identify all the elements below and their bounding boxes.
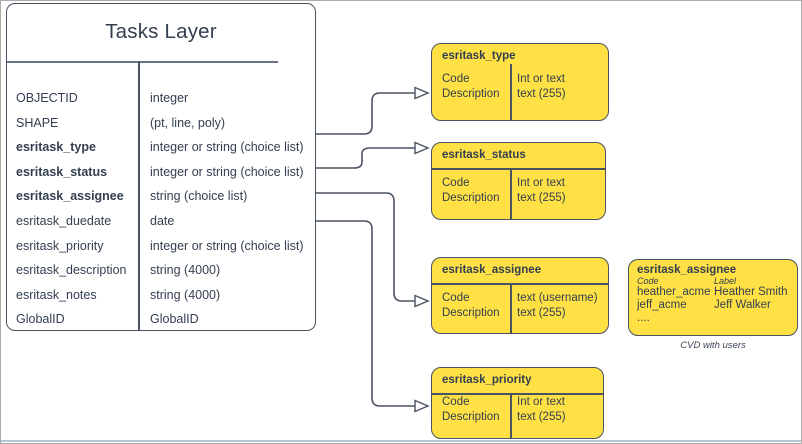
- field-name: GlobalID: [16, 312, 65, 327]
- row-type: text (255): [517, 306, 566, 319]
- title-separator: [432, 168, 605, 170]
- choice-list-box-esritask-assignee: esritask_assignee Code Description text …: [431, 257, 609, 334]
- row-type: Int or text: [517, 177, 565, 189]
- column-divider: [510, 64, 512, 120]
- cvd-code: jeff_acme: [637, 299, 687, 311]
- cvd-label-header: Label: [714, 276, 737, 286]
- choice-list-types: Int or text text (255): [517, 72, 566, 101]
- column-divider: [510, 393, 512, 438]
- cvd-codes: heather_acme jeff_acme ....: [637, 286, 711, 325]
- row-type: text (255): [517, 191, 566, 204]
- cvd-labels: Heather Smith Jeff Walker: [714, 286, 788, 312]
- row-type: Int or text: [517, 396, 565, 408]
- choice-list-title: esritask_assignee: [442, 264, 542, 276]
- title-separator: [432, 393, 603, 395]
- cvd-label: Heather Smith: [714, 286, 788, 298]
- row-label: Code: [442, 396, 470, 408]
- field-name: esritask_priority: [16, 238, 104, 253]
- field-type: integer or string (choice list): [150, 238, 304, 253]
- title-separator: [432, 283, 608, 285]
- field-type: date: [150, 214, 175, 228]
- choice-list-box-esritask-type: esritask_type Code Description Int or te…: [431, 43, 609, 121]
- field-name: esritask_notes: [16, 287, 97, 302]
- cvd-caption: CVD with users: [680, 340, 746, 351]
- choice-list-fields: Code Description: [442, 72, 500, 101]
- cvd-users-box: esritask_assignee Code Label heather_acm…: [628, 259, 798, 336]
- field-type: GlobalID: [150, 312, 199, 327]
- arrowhead-esritask-assignee: [414, 294, 430, 308]
- field-type: string (4000): [150, 263, 221, 278]
- choice-list-fields: Code Description: [442, 395, 500, 424]
- field-type: integer or string (choice list): [150, 164, 304, 179]
- column-divider: [510, 283, 512, 333]
- field-type: integer or string (choice list): [150, 140, 304, 155]
- choice-list-types: Int or text text (255): [517, 395, 566, 424]
- field-type: integer: [150, 91, 189, 106]
- field-list: OBJECTID integer SHAPE (pt, line, poly) …: [7, 86, 315, 331]
- choice-list-title: esritask_status: [442, 149, 526, 161]
- row-label: Code: [442, 292, 470, 304]
- row-label: Description: [442, 87, 500, 100]
- field-type: string (choice list): [150, 189, 248, 204]
- field-type: (pt, line, poly): [150, 115, 226, 130]
- field-name: esritask_assignee: [16, 189, 124, 204]
- arrowhead-esritask-status: [414, 141, 430, 155]
- choice-list-types: Int or text text (255): [517, 176, 566, 205]
- choice-list-fields: Code Description: [442, 291, 500, 320]
- row-type: text (username): [517, 292, 598, 304]
- tasks-layer-title: Tasks Layer: [105, 20, 217, 43]
- field-name: esritask_status: [16, 164, 108, 179]
- choice-list-title: esritask_type: [442, 50, 516, 62]
- choice-list-types: text (username) text (255): [517, 291, 598, 320]
- cvd-title: esritask_assignee: [637, 264, 737, 276]
- choice-list-title: esritask_priority: [442, 374, 532, 386]
- column-divider: [138, 61, 140, 330]
- title-underline: [7, 61, 278, 63]
- arrowhead-esritask-priority: [414, 399, 430, 413]
- canvas-edge-line: [1, 440, 801, 442]
- field-name: SHAPE: [16, 115, 59, 130]
- connector-esritask-type: [316, 92, 415, 135]
- tasks-layer-table: Tasks Layer OBJECTID integer SHAPE (pt, …: [6, 3, 316, 331]
- row-label: Code: [442, 177, 470, 189]
- row-type: text (255): [517, 410, 566, 423]
- column-divider: [510, 168, 512, 219]
- field-name: OBJECTID: [16, 91, 78, 106]
- row-label: Description: [442, 306, 500, 319]
- cvd-label: Jeff Walker: [714, 299, 771, 311]
- field-name: esritask_duedate: [16, 214, 112, 228]
- arrowhead-esritask-type: [414, 86, 430, 100]
- cvd-code: ....: [637, 312, 650, 324]
- field-name: esritask_description: [16, 263, 127, 278]
- cvd-code: heather_acme: [637, 286, 711, 298]
- row-label: Description: [442, 410, 500, 423]
- connector-esritask-assignee: [316, 192, 415, 302]
- row-label: Code: [442, 73, 470, 85]
- field-name: esritask_type: [16, 140, 96, 155]
- field-type: string (4000): [150, 287, 221, 302]
- row-type: Int or text: [517, 73, 565, 85]
- connector-esritask-priority: [316, 220, 415, 407]
- row-type: text (255): [517, 87, 566, 100]
- cvd-code-header: Code: [637, 276, 659, 286]
- connector-esritask-status: [316, 147, 415, 169]
- row-label: Description: [442, 191, 500, 204]
- choice-list-box-esritask-status: esritask_status Code Description Int or …: [431, 142, 606, 220]
- choice-list-box-esritask-priority: esritask_priority Code Description Int o…: [431, 367, 604, 439]
- choice-list-fields: Code Description: [442, 176, 500, 205]
